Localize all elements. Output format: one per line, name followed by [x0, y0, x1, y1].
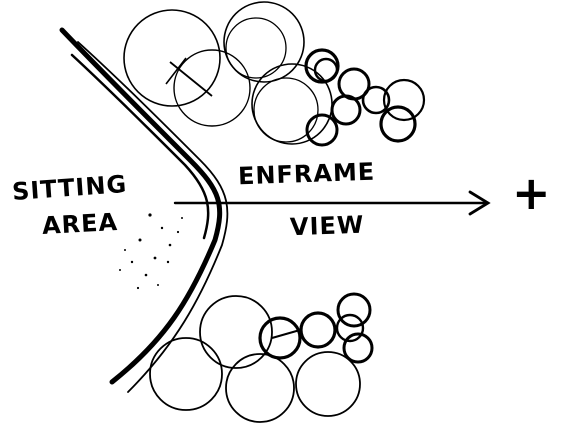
seating-wall — [59, 27, 229, 393]
wall-inner-line — [77, 41, 229, 393]
arrow-right-icon — [173, 190, 491, 216]
view-label: VIEW — [289, 210, 365, 242]
ground-speckles — [119, 213, 183, 290]
area-label: AREA — [41, 208, 119, 240]
plus-icon: + — [512, 166, 552, 220]
tree-cluster-bottom — [149, 292, 374, 423]
wall-outer-line-2 — [70, 53, 210, 240]
enframe-label: ENFRAME — [237, 157, 376, 191]
tree-cluster-top — [123, 1, 426, 147]
wall-outer-line — [59, 27, 223, 385]
